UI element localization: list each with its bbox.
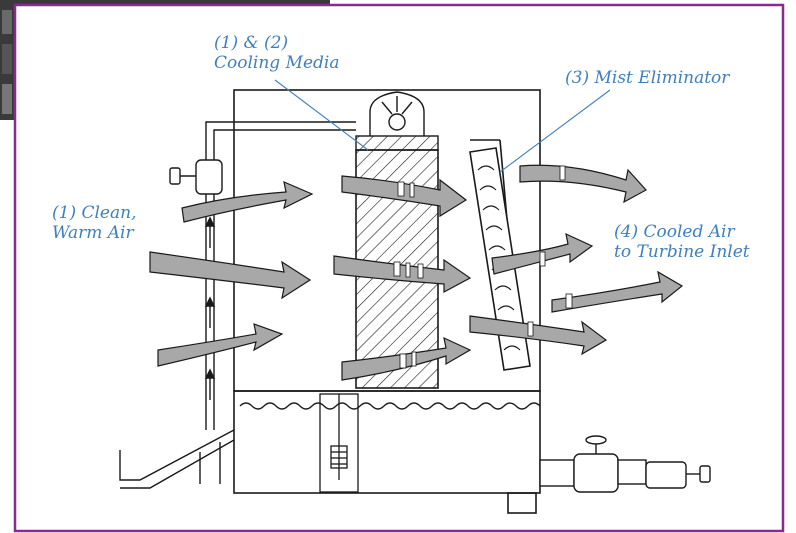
outlet-arrow-1 xyxy=(519,164,647,204)
clean-warm-air-label: (1) Clean, Warm Air xyxy=(52,203,137,243)
inlet-arrow-bottom xyxy=(157,323,284,367)
mist-eliminator-label: (3) Mist Eliminator xyxy=(565,68,730,88)
frame-border xyxy=(13,3,785,533)
pipe-flow-arrows xyxy=(204,216,216,400)
inlet-arrow-middle xyxy=(149,251,312,300)
corner-photo-fragment xyxy=(0,0,330,120)
leader-lines xyxy=(274,79,611,173)
drain-valve xyxy=(539,435,711,493)
water-surface xyxy=(239,402,541,410)
media-distributor xyxy=(355,135,439,151)
cooled-air-label: (4) Cooled Air to Turbine Inlet xyxy=(614,222,750,262)
outlet-arrow-4 xyxy=(469,315,608,356)
outlet-arrow-3 xyxy=(551,270,684,313)
media-arrow-middle xyxy=(333,255,472,294)
sump-stand xyxy=(119,429,235,489)
float-valve xyxy=(319,393,359,493)
arrow-stripes xyxy=(393,165,573,369)
manual-valve xyxy=(169,159,223,195)
cooling-media-label: (1) & (2) Cooling Media xyxy=(214,33,340,73)
inlet-arrow-top xyxy=(181,180,314,223)
pump-header xyxy=(369,91,425,136)
supply-pipe xyxy=(205,121,356,430)
